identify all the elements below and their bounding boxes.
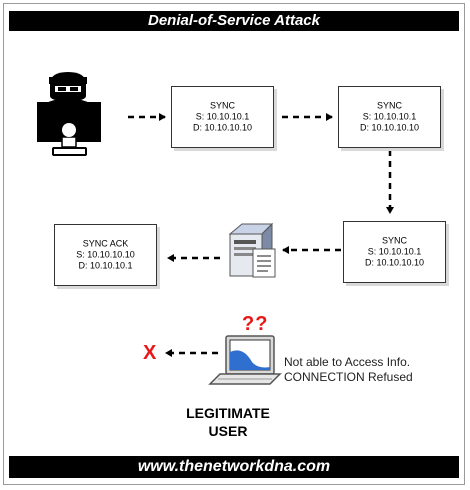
diagram-frame	[3, 3, 465, 485]
packet-box-3: SYNC S: 10.10.10.1 D: 10.10.10.10	[343, 221, 446, 283]
packet-destination: D: 10.10.10.10	[359, 122, 420, 133]
user-label-line1: LEGITIMATE	[186, 405, 270, 421]
packet-box-2: SYNC S: 10.10.10.1 D: 10.10.10.10	[338, 86, 441, 148]
packet-box-1: SYNC S: 10.10.10.1 D: 10.10.10.10	[171, 86, 274, 148]
footer-url: www.thenetworkdna.com	[9, 456, 459, 478]
packet-title: SYNC	[209, 100, 235, 111]
question-marks: ??	[242, 313, 269, 335]
user-label-line2: USER	[208, 423, 248, 439]
error-message: Not able to Access Info. CONNECTION Refu…	[284, 355, 413, 385]
user-label: LEGITIMATE USER	[168, 404, 288, 440]
packet-destination: D: 10.10.10.10	[192, 122, 253, 133]
hacker-icon	[37, 72, 101, 156]
packet-source: S: 10.10.10.1	[362, 111, 417, 122]
packet-destination: D: 10.10.10.1	[78, 260, 133, 271]
x-mark: X	[143, 342, 157, 364]
error-message-line1: Not able to Access Info.	[284, 355, 411, 369]
packet-title: SYNC	[381, 235, 407, 246]
packet-title: SYNC ACK	[82, 238, 129, 249]
packet-source: S: 10.10.10.1	[367, 246, 422, 257]
packet-destination: D: 10.10.10.10	[364, 257, 425, 268]
packet-title: SYNC	[376, 100, 402, 111]
packet-source: S: 10.10.10.10	[76, 249, 135, 260]
server-icon	[228, 222, 276, 278]
packet-box-4: SYNC ACK S: 10.10.10.10 D: 10.10.10.1	[54, 224, 157, 286]
diagram-title: Denial-of-Service Attack	[9, 11, 459, 31]
laptop-icon	[208, 335, 282, 385]
error-message-line2: CONNECTION Refused	[284, 370, 413, 384]
packet-source: S: 10.10.10.1	[195, 111, 250, 122]
